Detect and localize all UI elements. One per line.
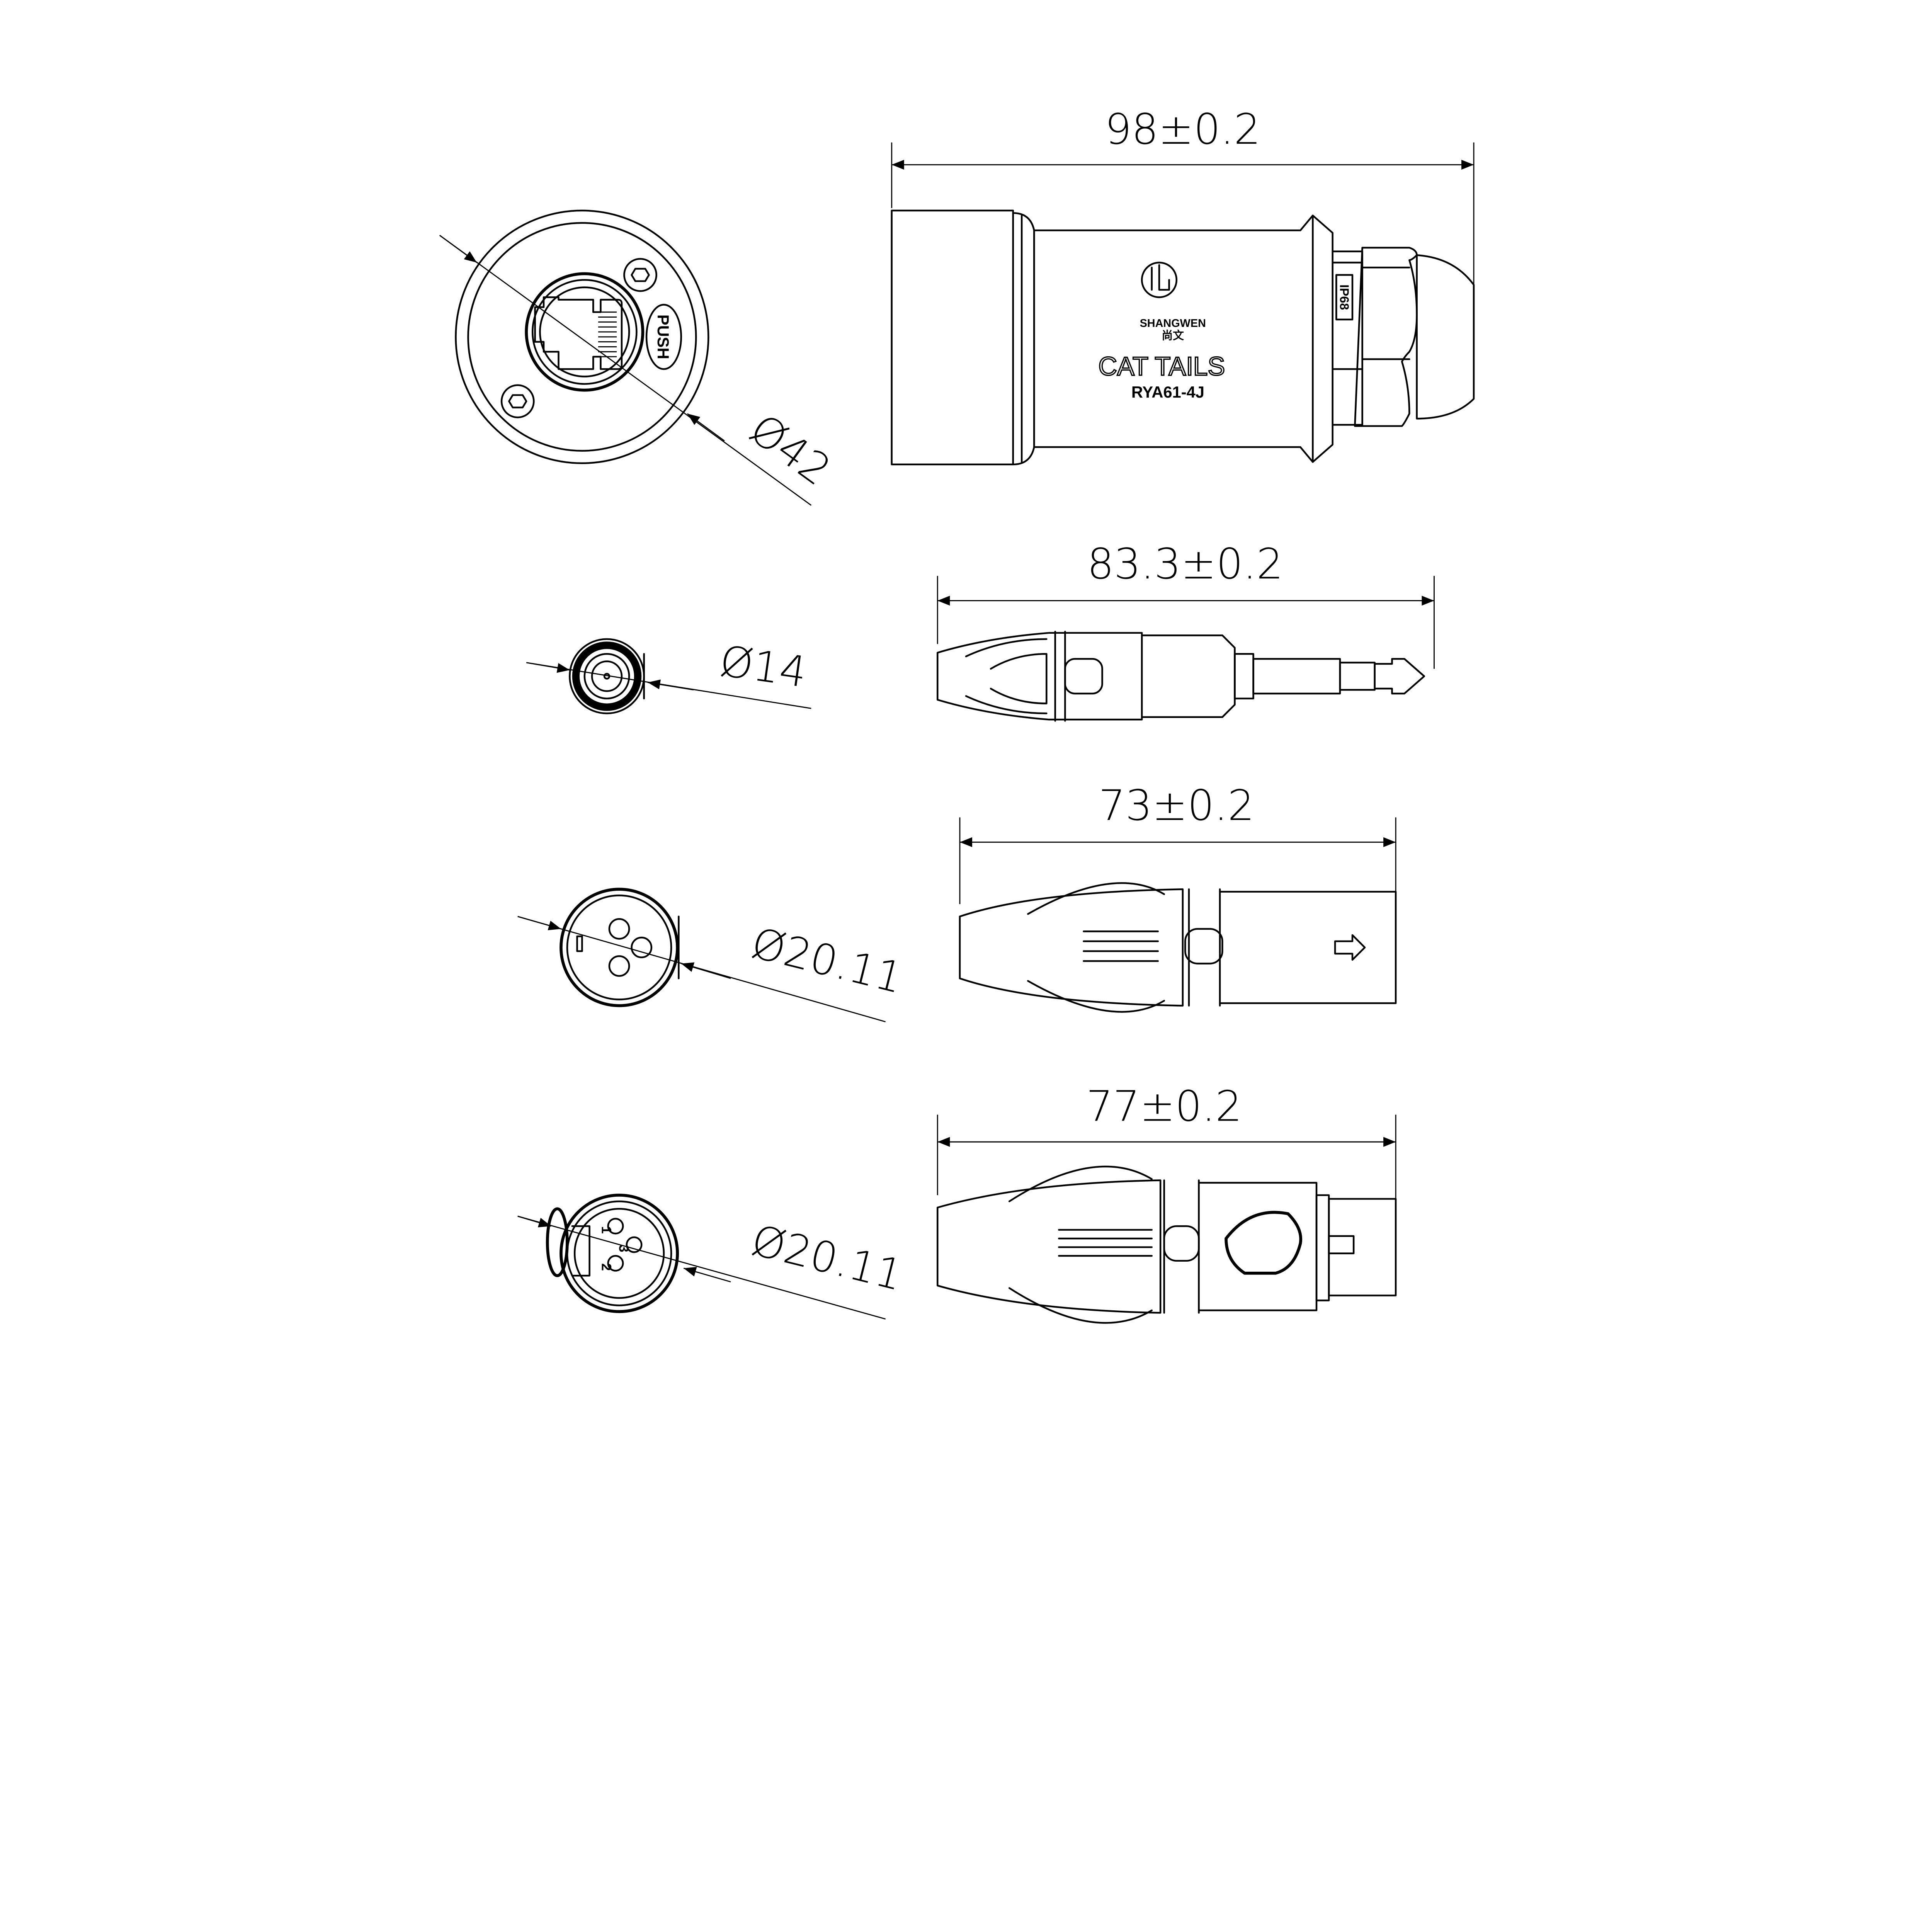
front-shell <box>1328 1198 1397 1296</box>
ring <box>1339 662 1376 691</box>
inner-ring <box>583 653 630 699</box>
push-label: PUSH <box>654 315 672 359</box>
outer-ring <box>569 638 645 714</box>
gland-nut <box>1354 247 1418 427</box>
brand-en: SHANGWEN <box>1140 317 1206 330</box>
boot-grip <box>965 638 1048 714</box>
collar <box>1315 1194 1330 1301</box>
barrel <box>1219 891 1397 1004</box>
pin-2 <box>607 1255 624 1272</box>
gland-collar <box>1332 250 1363 426</box>
length-label: 98±0.2 <box>1105 105 1260 154</box>
sleeve <box>1252 658 1341 695</box>
socket-ring-core <box>539 286 630 378</box>
arrow-right <box>681 962 731 979</box>
arrow-right <box>687 413 725 442</box>
product-name: CAT TAILS <box>1098 352 1225 381</box>
flange-outer <box>455 209 709 464</box>
flange-inner <box>467 222 697 452</box>
key-slot <box>1328 1235 1355 1254</box>
latch-button <box>1225 1211 1303 1275</box>
technical-drawing: PUSH Ø42 98±0.2 SHANGWEN 尚文 CAT TAILS RY… <box>439 105 1475 1324</box>
pin-3 <box>626 1236 643 1253</box>
key-slot <box>571 1225 590 1277</box>
arrow-left <box>517 1216 551 1228</box>
flare <box>1299 214 1333 463</box>
xlr-female-side-view: 77±0.2 <box>937 1082 1397 1324</box>
arrow-right <box>648 679 694 691</box>
diameter-label: Ø14 <box>717 636 810 697</box>
screw-boss-top <box>623 258 657 292</box>
latch-tab <box>1184 928 1223 964</box>
shangwen-logo-icon <box>1141 262 1178 298</box>
model-number: RYA61-4J <box>1131 383 1204 401</box>
boot <box>959 888 1184 1007</box>
diameter-leader <box>517 1216 886 1320</box>
outer-shell <box>560 1194 679 1313</box>
arrow-left <box>526 662 570 673</box>
rj45-front-view: PUSH Ø42 <box>439 209 840 506</box>
ip-rating: IP68 <box>1337 284 1351 310</box>
length-label: 77±0.2 <box>1086 1082 1242 1131</box>
insert <box>573 1208 665 1299</box>
push-latch <box>645 304 682 370</box>
ip-badge <box>1335 274 1354 321</box>
arrow-left <box>517 916 561 930</box>
rj45-side-view: 98±0.2 SHANGWEN 尚文 CAT TAILS RYA61-4J IP… <box>891 105 1475 466</box>
socket-ring-outer <box>525 272 645 392</box>
arrow-left <box>439 235 477 263</box>
boot-grip <box>1008 1165 1153 1324</box>
outer-shell <box>560 888 679 1007</box>
tip <box>1374 658 1425 695</box>
length-label: 83.3±0.2 <box>1087 539 1283 589</box>
pin <box>608 955 630 977</box>
rj45-contacts <box>598 311 617 357</box>
grip-ring <box>572 641 642 711</box>
pin <box>631 937 653 958</box>
arrow-right-icon <box>1334 934 1366 961</box>
brand-cn: 尚文 <box>1162 329 1184 342</box>
latch-tab <box>1064 658 1103 695</box>
barrel <box>1141 634 1236 718</box>
arrow-right <box>683 1267 731 1283</box>
hex-screw-icon <box>508 394 527 408</box>
latch-ring <box>546 1207 569 1277</box>
boot-grip <box>1027 882 1165 1013</box>
collar <box>1234 653 1254 699</box>
xlr-male-front-view: Ø20.11 <box>517 888 908 1022</box>
diameter-leader <box>439 235 812 506</box>
latch-tab <box>1163 1225 1200 1262</box>
pin-1-label: 1 <box>599 1226 614 1234</box>
front-cap <box>891 209 1014 466</box>
logo-mark <box>1151 264 1170 291</box>
length-label: 73±0.2 <box>1099 781 1254 830</box>
trs-side-view: 83.3±0.2 <box>937 539 1435 722</box>
screw-boss-bottom <box>500 384 535 418</box>
diameter-label: Ø20.11 <box>747 918 908 1003</box>
pin-1 <box>607 1218 624 1235</box>
xlr-female-front-view: 1 2 3 Ø20.11 <box>517 1194 908 1320</box>
key <box>576 935 583 952</box>
boot <box>937 1179 1162 1314</box>
pin <box>608 918 630 940</box>
dome-cap <box>1416 254 1475 420</box>
inner-shell <box>566 1200 672 1306</box>
inner-shell <box>566 895 672 1000</box>
boot <box>937 632 1143 721</box>
hex-screw-icon <box>631 268 650 282</box>
sleeve <box>591 660 623 692</box>
trs-front-view: Ø14 <box>526 636 811 714</box>
socket-ring-inner <box>531 279 638 385</box>
logo <box>1141 262 1178 298</box>
diameter-label: Ø42 <box>741 404 840 495</box>
neck <box>1012 212 1035 466</box>
xlr-male-side-view: 73±0.2 <box>959 781 1397 1013</box>
pin-2-label: 2 <box>599 1263 614 1271</box>
